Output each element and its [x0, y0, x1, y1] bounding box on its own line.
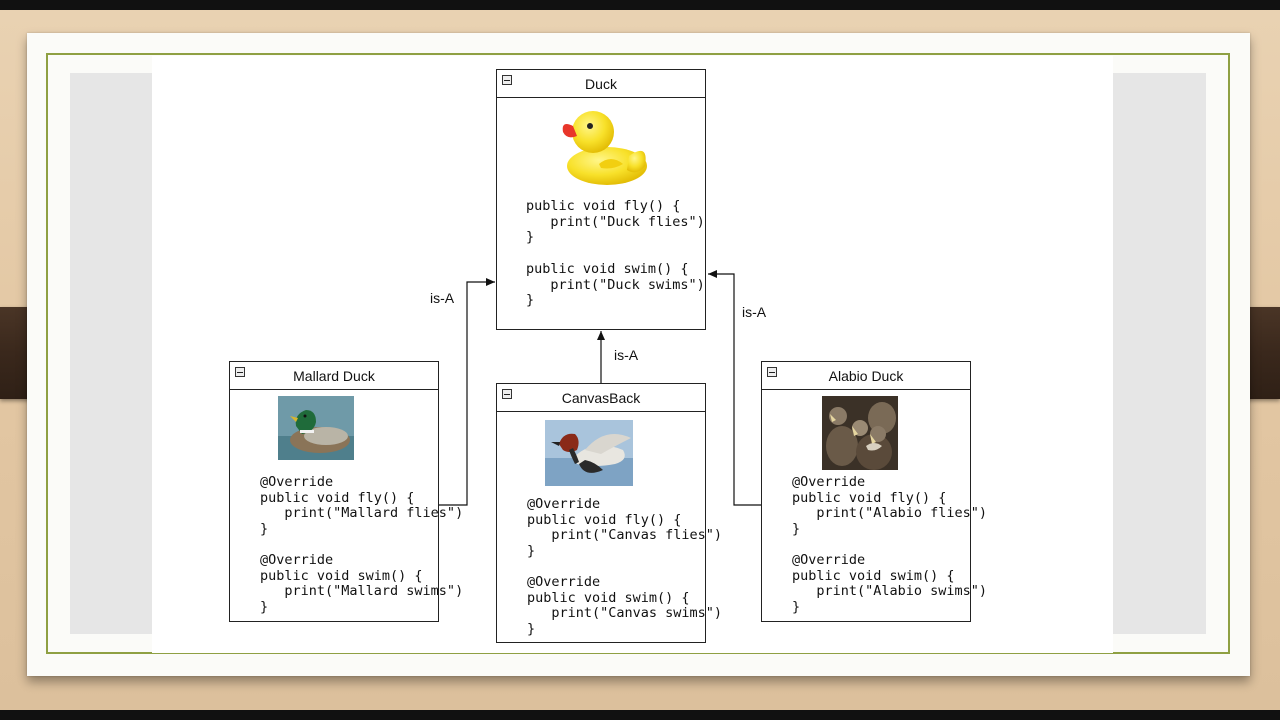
code-line: print("Mallard swims")	[260, 583, 464, 600]
code-line: @Override	[260, 552, 334, 568]
canvasback-class-name: CanvasBack	[561, 390, 641, 406]
canvasback-relation-label: is-A	[614, 347, 639, 363]
alabio-duck-class-box[interactable]: Alabio Duck @Override public void fly() …	[761, 361, 987, 622]
mallard-duck-photo	[278, 396, 354, 460]
alabio-relation-label: is-A	[742, 304, 767, 320]
mallard-relation-label: is-A	[430, 290, 455, 306]
code-line: public void swim() {	[526, 261, 689, 277]
duck-swim-method: public void swim() { print("Duck swims")…	[526, 261, 705, 309]
code-line: }	[526, 292, 535, 309]
code-line: }	[527, 542, 536, 559]
canvasback-class-box[interactable]: CanvasBack @Override public void fly() {…	[496, 383, 722, 643]
collapse-icon[interactable]	[235, 367, 245, 377]
alabio-swim-method: @Override public void swim() { print("Al…	[792, 552, 988, 615]
duck-class-header: Duck	[497, 70, 705, 98]
code-line: public void swim() {	[792, 567, 955, 584]
collapse-icon[interactable]	[502, 75, 512, 85]
rubber-duck-image	[557, 104, 651, 188]
mallard-duck-class-box[interactable]: Mallard Duck @Override public void fly()…	[229, 361, 463, 622]
code-line: public void swim() {	[527, 589, 690, 606]
collapse-icon[interactable]	[767, 367, 777, 377]
code-line: print("Canvas flies")	[527, 527, 723, 544]
collapse-icon[interactable]	[502, 389, 512, 399]
code-line: }	[260, 598, 269, 615]
code-line: }	[527, 620, 536, 637]
mallard-class-name: Mallard Duck	[293, 368, 375, 384]
duck-fly-method: public void fly() { print("Duck flies") …	[526, 198, 705, 246]
alabio-class-name: Alabio Duck	[828, 368, 904, 384]
code-line: public void fly() {	[792, 489, 947, 506]
mallard-is-a-arrow	[439, 278, 495, 506]
duck-class-name: Duck	[585, 76, 617, 92]
code-line: }	[792, 520, 801, 537]
canvasback-swim-method: @Override public void swim() { print("Ca…	[527, 574, 723, 637]
mallard-swim-method: @Override public void swim() { print("Ma…	[260, 552, 464, 615]
code-line: print("Alabio flies")	[792, 505, 988, 522]
green-frame	[46, 53, 1230, 654]
code-line: @Override	[260, 474, 334, 490]
mallard-class-header: Mallard Duck	[230, 362, 438, 390]
code-line: print("Alabio swims")	[792, 583, 988, 600]
code-line: public void fly() {	[526, 198, 681, 214]
code-line: @Override	[792, 552, 866, 568]
alabio-class-header: Alabio Duck	[762, 362, 970, 390]
alabio-ducks-photo	[822, 396, 898, 470]
code-line: print("Duck flies")	[526, 213, 705, 230]
code-line: @Override	[527, 574, 601, 590]
code-line: print("Duck swims")	[526, 276, 705, 293]
code-line: print("Mallard flies")	[260, 505, 464, 522]
duck-class-box[interactable]: Duck public void fly() { print("Duck fli…	[496, 69, 706, 330]
canvasback-duck-photo	[545, 420, 633, 486]
code-line: }	[260, 520, 269, 537]
code-line: public void swim() {	[260, 567, 423, 584]
mallard-fly-method: @Override public void fly() { print("Mal…	[260, 474, 464, 537]
code-line: @Override	[792, 474, 866, 490]
code-line: }	[792, 598, 801, 615]
code-line: @Override	[527, 496, 601, 512]
canvasback-class-header: CanvasBack	[497, 384, 705, 412]
alabio-fly-method: @Override public void fly() { print("Ala…	[792, 474, 988, 537]
code-line: public void fly() {	[260, 489, 415, 506]
code-line: print("Canvas swims")	[527, 605, 723, 622]
code-line: }	[526, 229, 535, 246]
code-line: public void fly() {	[527, 511, 682, 528]
canvasback-fly-method: @Override public void fly() { print("Can…	[527, 496, 723, 559]
alabio-is-a-arrow	[708, 270, 761, 506]
